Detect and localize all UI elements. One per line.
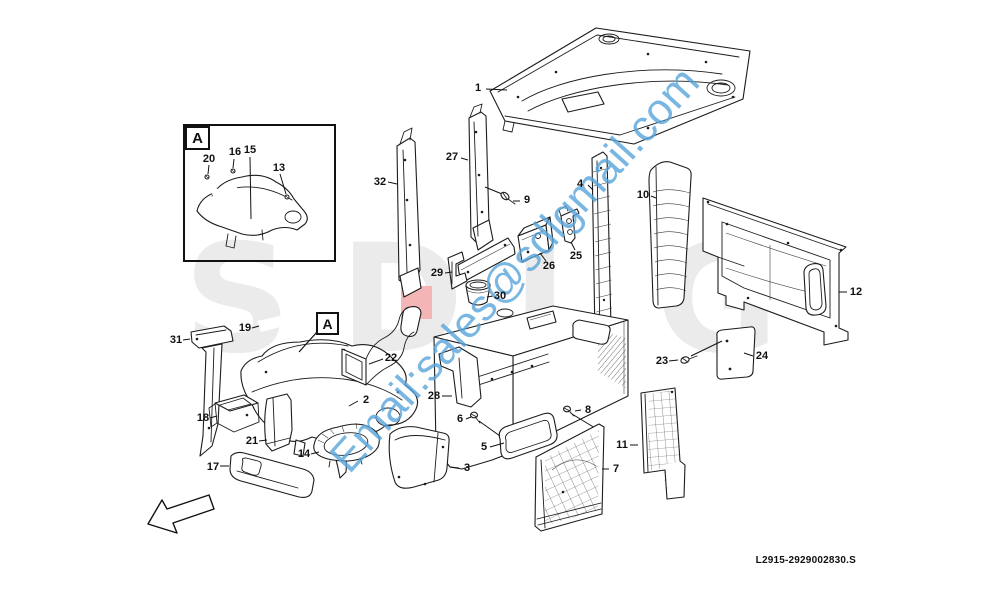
part-callout-1: 1 (474, 82, 482, 94)
part-callout-23: 23 (655, 355, 669, 367)
detail-a-marker-inset: A (185, 126, 210, 150)
detail-view-box (183, 124, 336, 262)
detail-a-part-drawing (196, 156, 308, 249)
part-21-drawing (264, 393, 293, 452)
part-callout-13: 13 (272, 162, 286, 174)
part-callout-15: 15 (243, 144, 257, 156)
part-callout-18: 18 (196, 412, 210, 424)
part-26-drawing (517, 216, 554, 263)
part-1-drawing (489, 27, 751, 145)
part-callout-32: 32 (373, 176, 387, 188)
part-27-drawing (468, 103, 494, 251)
part-22-drawing (341, 306, 422, 386)
part-callout-10: 10 (636, 189, 650, 201)
part-callout-5: 5 (480, 441, 488, 453)
part-19-drawing (257, 315, 288, 332)
part-callout-4: 4 (576, 178, 584, 190)
detail-a-marker-main: A (316, 312, 339, 335)
part-11-drawing (640, 387, 686, 500)
part-30-drawing (465, 279, 491, 306)
part-callout-7: 7 (612, 463, 620, 475)
part-callout-9: 9 (523, 194, 531, 206)
part-32-drawing (396, 127, 422, 298)
part-7-drawing (534, 423, 605, 532)
part-callout-27: 27 (445, 151, 459, 163)
part-17-drawing (229, 451, 315, 498)
part-callout-16: 16 (228, 146, 242, 158)
part-callout-24: 24 (755, 350, 769, 362)
part-callout-19: 19 (238, 322, 252, 334)
part-callout-8: 8 (584, 404, 592, 416)
part-callout-21: 21 (245, 435, 259, 447)
part-callout-11: 11 (616, 439, 628, 451)
part-callout-20: 20 (202, 153, 216, 165)
screw-9-icon (484, 186, 516, 205)
part-29-drawing (447, 237, 516, 290)
direction-arrow-icon (147, 494, 215, 534)
part-18-drawing (208, 394, 260, 433)
screw-6-icon (469, 411, 501, 437)
part-callout-17: 17 (206, 461, 220, 473)
part-callout-22: 22 (384, 352, 398, 364)
part-5-drawing (498, 412, 558, 460)
part-12-drawing (702, 197, 849, 346)
part-callout-31: 31 (169, 334, 183, 346)
part-callout-12: 12 (849, 286, 863, 298)
part-24-drawing (716, 326, 756, 380)
part-callout-26: 26 (542, 260, 556, 272)
leader-lines (182, 88, 847, 470)
part-callout-2: 2 (362, 394, 370, 406)
part-callout-30: 30 (493, 290, 507, 302)
part-callout-14: 14 (297, 448, 311, 460)
part-callout-3: 3 (463, 462, 471, 474)
figure-code: L2915-2929002830.S (755, 555, 856, 566)
part-31-drawing (190, 325, 234, 457)
part-callout-29: 29 (430, 267, 444, 279)
part-callout-28: 28 (427, 390, 441, 402)
part-3-drawing (388, 426, 450, 489)
part-25-drawing (558, 205, 580, 244)
part-callout-25: 25 (569, 250, 583, 262)
part-10-drawing (648, 161, 692, 309)
screw-23-icon (680, 340, 723, 364)
part-callout-6: 6 (456, 413, 464, 425)
